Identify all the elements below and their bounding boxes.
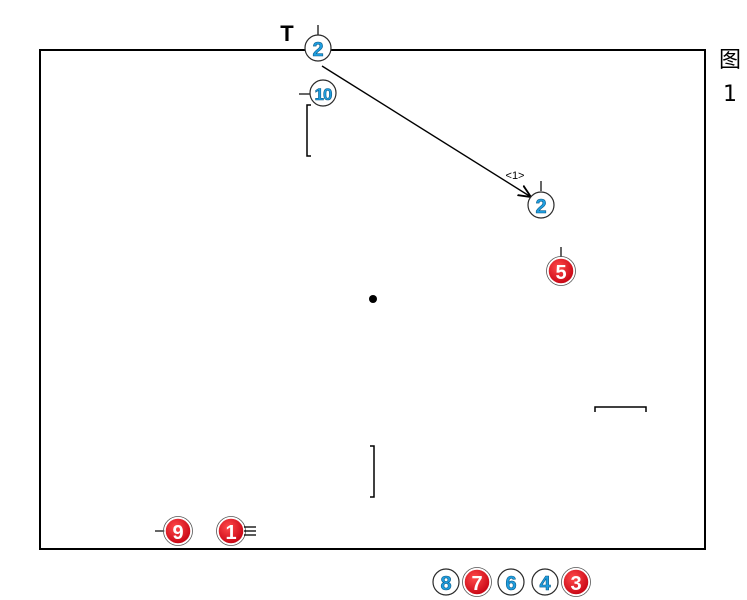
- player-number: 4: [539, 573, 551, 595]
- player-marker: [527, 191, 555, 219]
- center-spot: [369, 295, 377, 303]
- player-marker: [304, 34, 332, 62]
- player-number: 7: [471, 573, 482, 595]
- bench-row: 8 7 6 4 3: [432, 567, 591, 597]
- player-marker-outline: [546, 256, 576, 286]
- court-boundary: [39, 49, 706, 550]
- player-marker-outline: [462, 567, 492, 597]
- bench-player-blue-6[interactable]: 6: [497, 568, 525, 596]
- player-blue-2-top[interactable]: 2: [304, 25, 332, 62]
- figure-title-char: 图: [718, 48, 741, 73]
- player-blue-2-right[interactable]: 2: [527, 181, 555, 219]
- player-marker: [497, 568, 525, 596]
- player-number: 2: [535, 196, 546, 218]
- figure-number: 1: [723, 82, 737, 107]
- dribble-icon: [244, 526, 256, 536]
- player-number: 1: [225, 522, 236, 544]
- player-number: 6: [505, 573, 516, 595]
- player-blue-10[interactable]: 10: [299, 79, 337, 107]
- bracket-marker-right: [594, 406, 647, 412]
- player-number: 2: [312, 39, 323, 61]
- player-number: 8: [440, 573, 451, 595]
- player-number: 10: [315, 85, 332, 104]
- bracket-marker-center: [370, 445, 375, 498]
- player-marker: [309, 79, 337, 107]
- player-red-9[interactable]: 9: [155, 516, 193, 546]
- t-label: T: [280, 21, 294, 46]
- player-marker: [432, 568, 460, 596]
- player-number: 9: [172, 522, 183, 544]
- player-red-1[interactable]: 1: [216, 516, 257, 546]
- player-number: 3: [570, 573, 581, 595]
- player-red-5[interactable]: 5: [546, 247, 576, 286]
- bench-player-blue-4[interactable]: 4: [531, 568, 559, 596]
- pass-arrow: [321, 65, 531, 197]
- pass-label: <1>: [506, 170, 525, 182]
- bracket-marker-left: [306, 104, 311, 157]
- bench-player-blue-8[interactable]: 8: [432, 568, 460, 596]
- player-marker: [164, 517, 192, 545]
- player-marker-outline: [163, 516, 193, 546]
- figure-caption: 图 1: [716, 50, 744, 106]
- player-marker: [531, 568, 559, 596]
- player-marker-outline: [561, 567, 591, 597]
- bench-player-red-3[interactable]: 3: [561, 567, 591, 597]
- player-marker: [463, 568, 491, 596]
- player-marker: [562, 568, 590, 596]
- player-marker: [547, 257, 575, 285]
- player-number: 5: [555, 262, 566, 284]
- bench-player-red-7[interactable]: 7: [462, 567, 492, 597]
